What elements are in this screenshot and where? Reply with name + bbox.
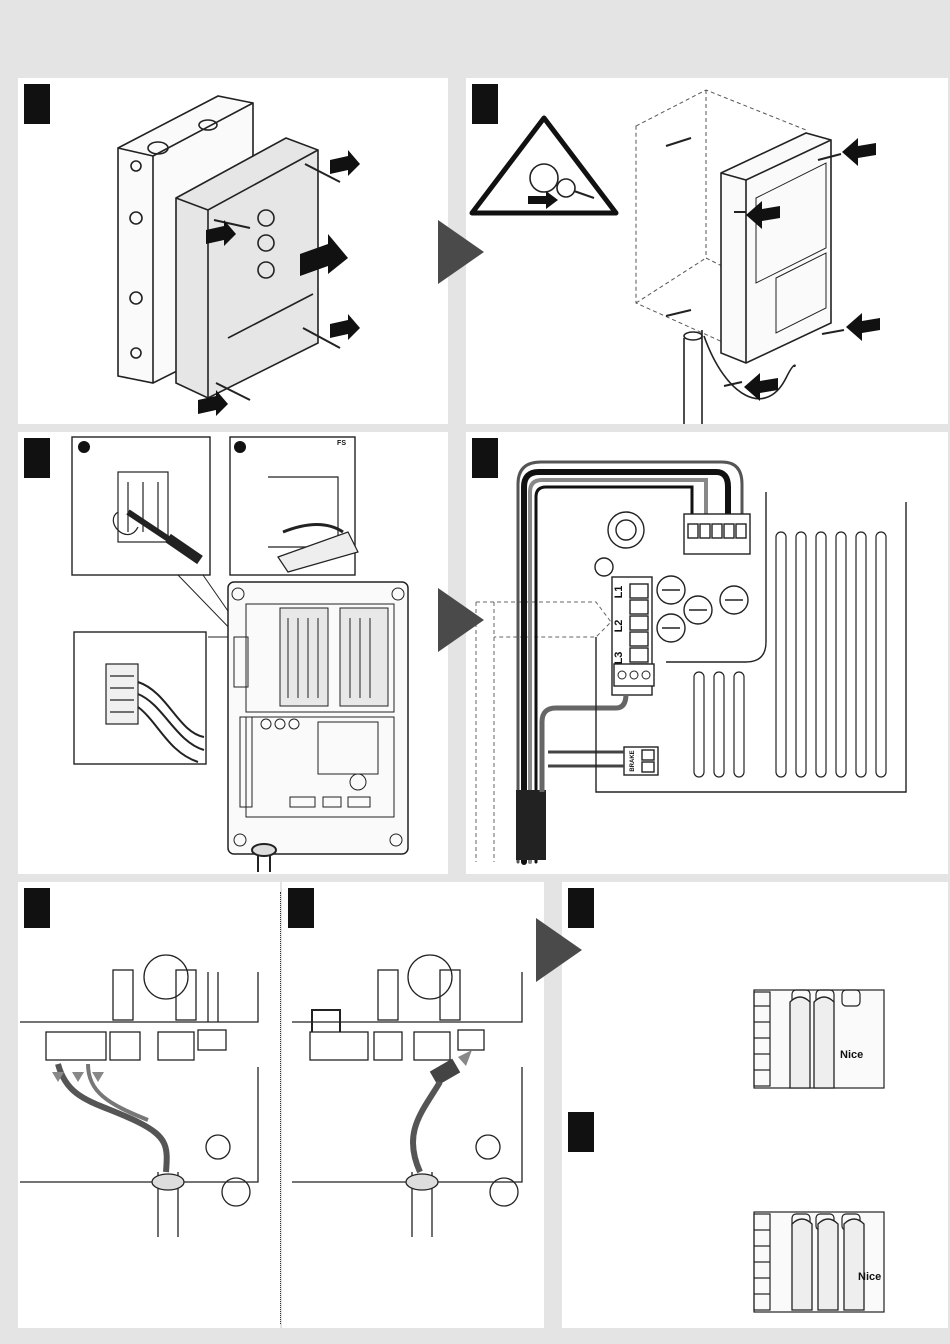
panel-step-4: L1 L2 L3 BRAKE (466, 432, 948, 874)
illustration-button-press: Nice Nice (562, 882, 948, 1328)
terminal-label-l3: L3 (613, 652, 625, 665)
flow-arrow-1 (438, 220, 486, 284)
brake-label: BRAKE (630, 750, 636, 771)
panel-step-7: Nice Nice (562, 882, 948, 1328)
illustration-control-unit-open: FS (18, 432, 448, 874)
dotted-separator (280, 892, 281, 1324)
warning-triangle-icon (472, 118, 616, 213)
panel-step-2 (466, 78, 948, 424)
flow-arrow-2 (438, 588, 486, 652)
brand-label-top: Nice (840, 1049, 863, 1061)
illustration-power-wiring: L1 L2 L3 BRAKE (466, 432, 948, 874)
panel-step-3: FS (18, 432, 448, 874)
illustration-wall-mount (466, 78, 948, 424)
illustration-open-cover (18, 78, 448, 424)
terminal-label-l1: L1 (613, 586, 625, 599)
illustration-plug-connector (282, 882, 544, 1328)
brand-label-bottom: Nice (858, 1271, 881, 1283)
illustration-connect-wires (18, 882, 280, 1328)
panel-step-6 (282, 882, 544, 1328)
panel-step-5 (18, 882, 280, 1328)
panel-step-1 (18, 78, 448, 424)
flow-arrow-3 (536, 918, 584, 982)
terminal-label-l2: L2 (613, 620, 625, 633)
inset-code-label: FS (337, 440, 346, 447)
